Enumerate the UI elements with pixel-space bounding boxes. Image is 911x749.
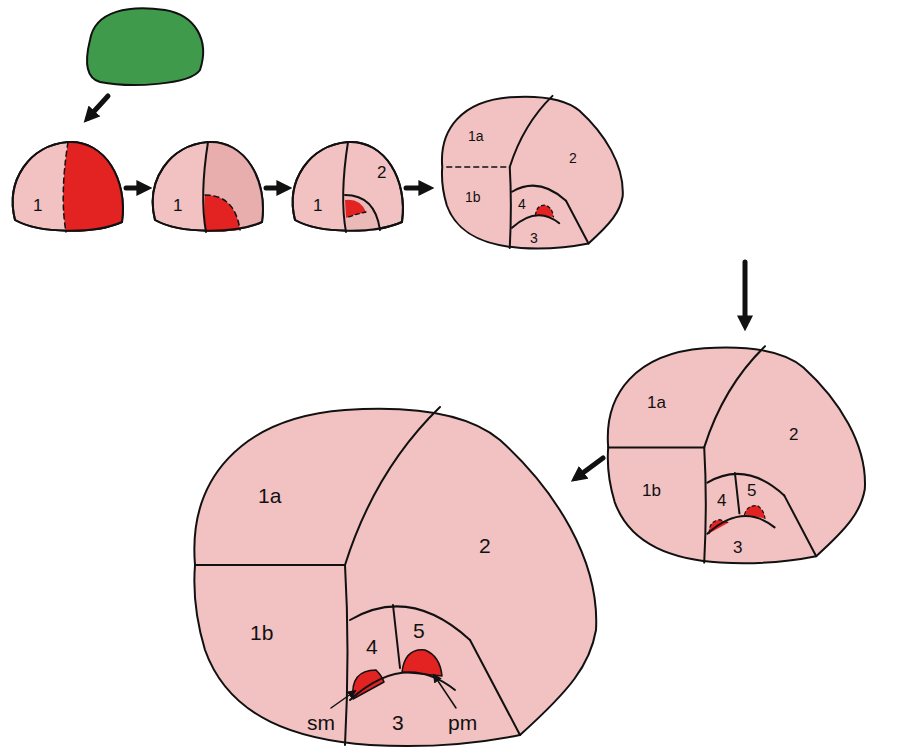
cell-label: pm bbox=[448, 712, 477, 733]
stage-4 bbox=[442, 96, 623, 249]
stage-1 bbox=[13, 142, 123, 232]
cell-label: 2 bbox=[569, 151, 577, 165]
cell-label: 4 bbox=[366, 636, 378, 657]
stage-arrow bbox=[88, 96, 108, 118]
cell-label: 1b bbox=[642, 482, 661, 499]
leader-arrow bbox=[331, 691, 355, 708]
stage-arrow bbox=[743, 262, 748, 325]
cell-label: 5 bbox=[747, 482, 756, 499]
leader-arrow bbox=[434, 675, 456, 708]
cell-label: 3 bbox=[530, 231, 538, 245]
cell-label: 3 bbox=[733, 539, 742, 556]
cell-label: 2 bbox=[377, 164, 386, 181]
stage-arrow bbox=[406, 186, 428, 191]
cell-label: 1 bbox=[33, 197, 42, 214]
stage-arrow bbox=[126, 186, 146, 191]
stage-arrow bbox=[576, 458, 603, 478]
cell-label: 4 bbox=[518, 197, 526, 211]
cell-label: 1b bbox=[250, 622, 273, 643]
stage-5 bbox=[608, 346, 865, 563]
cell-label: 2 bbox=[479, 535, 491, 556]
cell-label: sm bbox=[307, 712, 335, 733]
cell-label: 1a bbox=[468, 129, 484, 143]
cell-label: 1a bbox=[647, 394, 666, 411]
stage-arrow bbox=[266, 186, 286, 191]
cell-label: 4 bbox=[717, 492, 726, 509]
cell-label: 2 bbox=[789, 426, 798, 443]
green-cell bbox=[87, 8, 203, 85]
cell-label: 1 bbox=[313, 197, 322, 214]
cell-label: 5 bbox=[413, 620, 425, 641]
cell-label: 1a bbox=[258, 485, 281, 506]
cell-label: 3 bbox=[392, 712, 404, 733]
stage-6 bbox=[194, 407, 596, 746]
cell-label: 1b bbox=[465, 190, 481, 204]
stage-2 bbox=[153, 142, 263, 232]
cell-label: 1 bbox=[173, 197, 182, 214]
stage-3 bbox=[293, 142, 403, 232]
